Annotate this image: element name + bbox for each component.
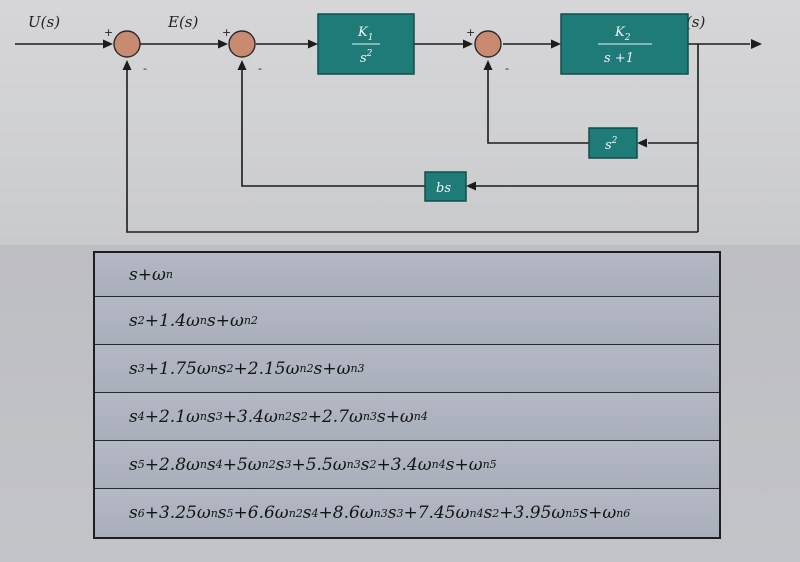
svg-text:K2: K2 <box>614 25 631 43</box>
arrow-to-bs <box>466 181 476 191</box>
block-s2-label: s <box>605 138 612 153</box>
block-k2-denominator: s +1 <box>604 51 634 66</box>
wire-s2-feedback <box>487 66 589 144</box>
signal-label-error: E(s) <box>167 13 198 31</box>
block-k1-denominator: s <box>360 51 367 66</box>
block-k1-over-s2: K1 s2 <box>317 13 415 75</box>
block-bs: bs <box>424 171 467 202</box>
summing-junction-1 <box>113 30 141 58</box>
sign-plus-3: + <box>466 26 475 39</box>
sign-minus-2: - <box>258 62 262 75</box>
wire-bs-feedback <box>241 66 425 187</box>
block-k1-numerator-sub: 1 <box>368 33 374 43</box>
arrow-s2-feedback <box>483 60 493 70</box>
sign-plus-2: + <box>222 26 231 39</box>
wire-unity-feedback <box>126 66 698 233</box>
svg-text:s2: s2 <box>360 49 373 66</box>
summing-junction-2 <box>228 30 256 58</box>
block-k2-numerator-sub: 2 <box>624 33 631 43</box>
arrow-input <box>103 39 113 49</box>
arrow-error <box>218 39 228 49</box>
arrow-to-k2 <box>551 39 561 49</box>
arrow-output <box>751 39 762 49</box>
signal-label-input: U(s) <box>28 13 60 31</box>
svg-text:s2: s2 <box>605 136 618 153</box>
summing-junction-3 <box>474 30 502 58</box>
arrow-bs-feedback <box>237 60 247 70</box>
block-k2-over-s-plus-1: K2 s +1 <box>560 13 689 75</box>
block-k1-numerator: K <box>357 25 369 40</box>
block-s-squared: s2 <box>588 127 638 159</box>
arrow-to-k1 <box>308 39 318 49</box>
block-k1-denominator-sup: 2 <box>366 49 373 59</box>
arrow-to-s2 <box>637 138 647 148</box>
sign-minus-1: - <box>143 62 147 75</box>
svg-text:K1: K1 <box>357 25 373 43</box>
block-k2-numerator: K <box>614 25 626 40</box>
sign-minus-3: - <box>505 62 509 75</box>
sign-plus-1: + <box>104 26 113 39</box>
arrow-k1-out <box>463 39 473 49</box>
arrow-unity-feedback <box>122 60 132 70</box>
block-s2-sup: 2 <box>611 136 618 146</box>
block-bs-label: bs <box>436 181 451 196</box>
block-diagram-svg: U(s) E(s) Y(s) <box>15 13 762 233</box>
block-diagram: U(s) E(s) Y(s) <box>0 0 800 245</box>
